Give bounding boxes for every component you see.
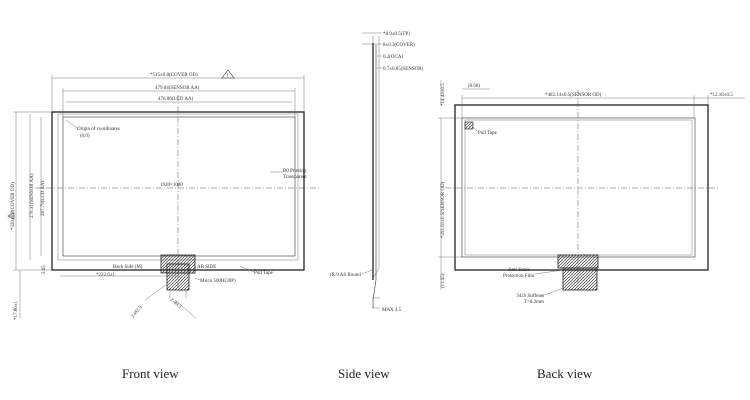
back-dim-right-label: *12.18±0.5 [710,93,733,98]
side-cover-label: 8±0.3(COVER) [383,43,415,48]
front-lcd-aa-label: 476.06(LCD AA) [158,97,194,102]
back-dim-068-label: (0.68) [468,84,480,89]
front-warning-icon: ! [221,69,235,79]
front-warning-icon-left [7,212,15,220]
front-pull-tape-label: Pull Tape [254,271,274,276]
front-fpc-connector [160,254,196,298]
front-dim-left-label: *17.86±1 [14,301,19,320]
front-height-cover-label: *320±0.8(COVER OD) [11,182,16,230]
side-sensor-label: 0.7±0.05(SENSOR) [383,67,424,72]
front-back-side-label: Back Side (M) [113,265,143,270]
back-view-caption: Back view [537,366,593,381]
front-printing-label: B0 Printing [283,169,307,174]
side-tp-label: *8.9±0.5(TP) [383,32,410,37]
front-origin-value: (0,0) [80,134,90,139]
back-pull-tape-label: Pull Tape [478,131,498,136]
front-dim-bottom-label: *222.6±1 [96,273,115,278]
back-stiffener-label: SUS Stiffener [517,294,545,299]
back-height-sensor-label: *291.61±0.5(SENSOR OD) [441,181,446,238]
back-protection-label: Protection Film [503,274,534,279]
side-view-caption: Side view [338,366,390,381]
side-fpc-tail [372,258,377,308]
front-printing-sub: Transparent [283,175,307,180]
front-height-sensor-label: 270.31(SENSOR AA) [30,173,35,218]
front-mirco-label: Mirco 500H(30P) [200,279,236,284]
front-view-caption: Front view [122,366,179,381]
back-fpc-connector [557,254,599,291]
front-height-lcd-label: 267.79(LCD AA) [41,180,46,216]
side-view: *8.9±0.5(TP) 8±0.3(COVER) 0.2(OCA) 0.7±0… [330,32,424,381]
back-anti-static-label: Anti-Static [508,268,531,273]
front-fpc-dim1-label: 2-Ø2.0 [131,305,144,319]
side-round-label: (R.9 All Round [330,273,361,278]
front-origin-label: Origin of coordinates [77,127,120,132]
front-cover-od-label: *515±0.8(COVER OD) [150,73,198,78]
back-view: Pull Tape *483.14±0.5(SENSOR OD) (0.68) … [438,80,745,381]
front-ab-side-label: AB SIDE [197,265,216,270]
front-sensor-aa-label: 479.04(SENSOR AA) [155,86,200,91]
svg-text:!: ! [227,74,229,79]
back-sensor-area [461,117,696,258]
side-oca-label: 0.2(OCA) [383,55,403,60]
back-sensor-od-label: *483.14±0.5(SENSOR OD) [545,93,602,98]
back-stiffener-thk-label: T=0.2mm [524,300,544,305]
back-dim-bottom-left-label: (11.95) [441,273,446,288]
back-pull-tape [464,121,474,130]
front-view: *515±0.8(COVER OD) ! 479.04(SENSOR AA) 4… [7,69,320,381]
back-dim-top-left-label: *14.43±0.5 [441,83,446,106]
back-cover-outline [454,104,709,271]
front-dim-small-left: 3.65 [42,265,47,274]
front-resolution-label: 1920×1080 [160,183,183,188]
side-max-label: MAX 4.5 [382,308,402,313]
front-fpc-dim2-label: 2-40.5 [169,298,182,310]
